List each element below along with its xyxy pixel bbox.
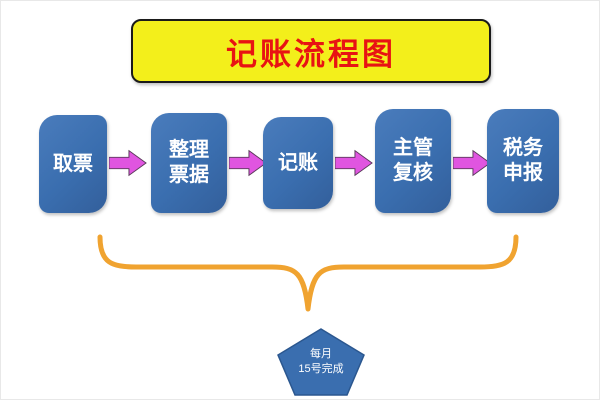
- curly-brace: [96, 233, 520, 321]
- flow-step-get-tickets: 取票: [39, 115, 107, 213]
- flow-step-tax-declaration: 税务 申报: [487, 109, 559, 213]
- arrow-right-icon: [452, 149, 491, 177]
- flow-step-supervisor-review: 主管 复核: [375, 109, 451, 213]
- flow-step-organize-invoices: 整理 票据: [151, 113, 227, 213]
- arrow-right-icon: [108, 149, 147, 177]
- arrow-right-icon: [334, 149, 373, 177]
- arrow-right-icon: [228, 149, 267, 177]
- flowchart-title: 记账流程图: [226, 36, 396, 72]
- pentagon-note: 每月 15号完成: [276, 327, 366, 397]
- pentagon-icon: [277, 328, 365, 396]
- flowchart-title-box: 记账流程图: [131, 19, 491, 83]
- pentagon-note-label: 每月 15号完成: [298, 348, 344, 375]
- flow-step-bookkeeping: 记账: [263, 117, 333, 209]
